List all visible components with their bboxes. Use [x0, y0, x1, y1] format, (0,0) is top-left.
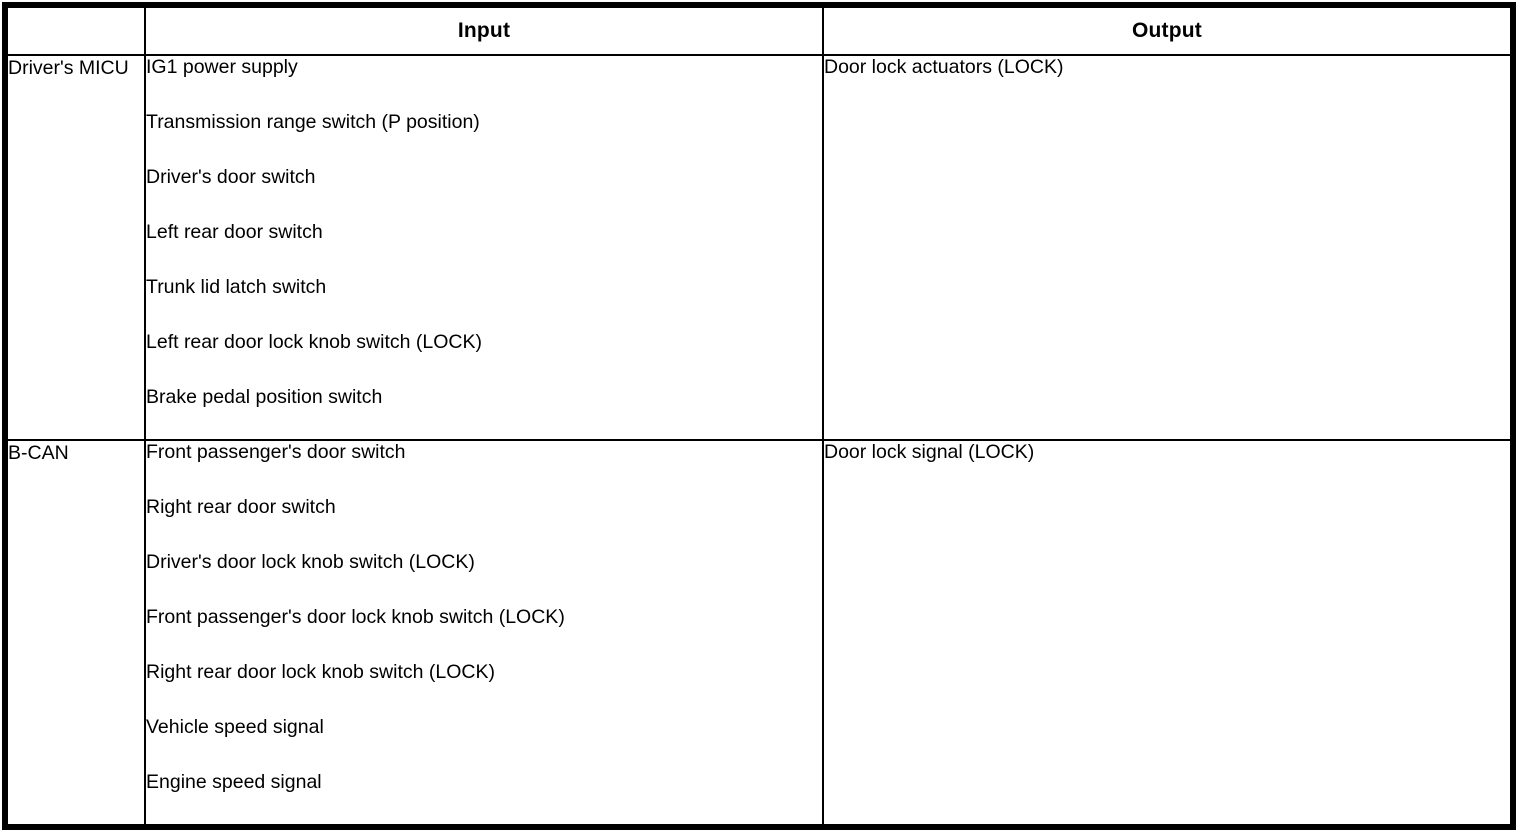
input-item: Right rear door switch	[146, 496, 336, 518]
row-input-cell: Front passenger's door switch Right rear…	[144, 439, 824, 826]
input-item: Front passenger's door switch	[146, 441, 406, 463]
input-item: Right rear door lock knob switch (LOCK)	[146, 661, 495, 683]
row-source-cell: Driver's MICU	[6, 54, 146, 441]
row-output-cell: Door lock actuators (LOCK)	[822, 54, 1512, 441]
input-item: Left rear door lock knob switch (LOCK)	[146, 331, 482, 353]
row-output-cell: Door lock signal (LOCK)	[822, 439, 1512, 826]
row-input-cell: IG1 power supply Transmission range swit…	[144, 54, 824, 441]
input-item: Trunk lid latch switch	[146, 276, 327, 298]
input-output-table: Input Output Driver's MICU IG1 power sup…	[6, 6, 1512, 826]
output-item: Door lock signal (LOCK)	[824, 441, 1035, 463]
header-input-cell: Input	[144, 6, 824, 56]
input-item: Brake pedal position switch	[146, 386, 383, 408]
input-item: Engine speed signal	[146, 771, 322, 793]
source-label: B-CAN	[8, 442, 69, 464]
source-label: Driver's MICU	[8, 57, 129, 79]
table-row-drivers-micu: Driver's MICU IG1 power supply Transmiss…	[6, 54, 1512, 441]
input-item: Transmission range switch (P position)	[146, 111, 480, 133]
table-header-row: Input Output	[6, 6, 1512, 56]
output-item: Door lock actuators (LOCK)	[824, 56, 1064, 78]
row-source-cell: B-CAN	[6, 439, 146, 826]
input-item: Driver's door lock knob switch (LOCK)	[146, 551, 475, 573]
table-row-b-can: B-CAN Front passenger's door switch Righ…	[6, 439, 1512, 826]
input-item: Front passenger's door lock knob switch …	[146, 606, 565, 628]
input-item: Driver's door switch	[146, 166, 316, 188]
input-item: IG1 power supply	[146, 56, 298, 78]
header-source-cell	[6, 6, 146, 56]
header-output-cell: Output	[822, 6, 1512, 56]
input-item: Vehicle speed signal	[146, 716, 324, 738]
input-item: Left rear door switch	[146, 221, 323, 243]
